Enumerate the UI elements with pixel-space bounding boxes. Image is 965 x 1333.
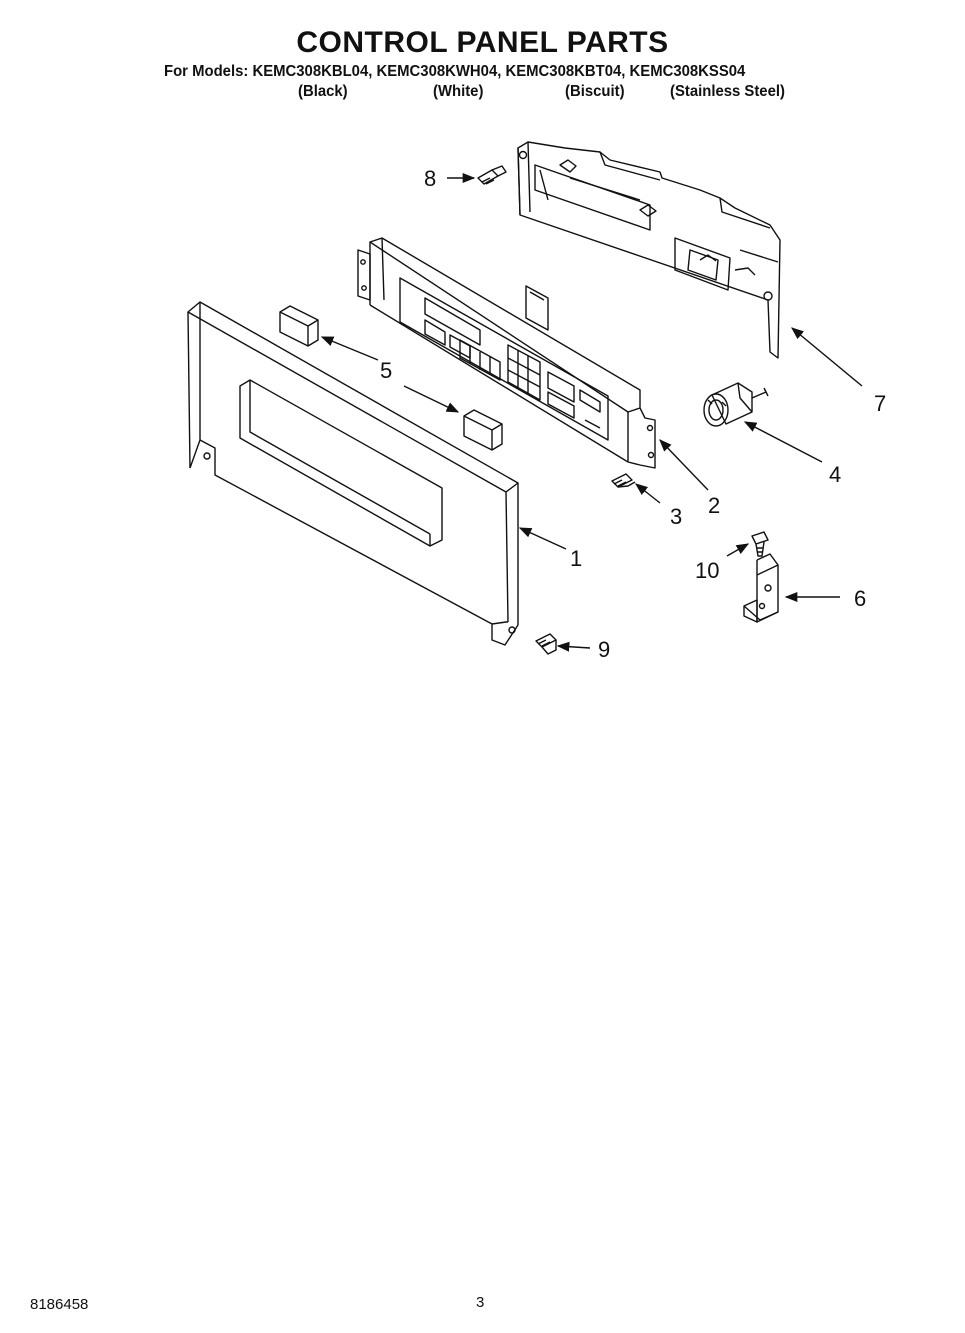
page-title: CONTROL PANEL PARTS <box>296 26 669 59</box>
finish-stainless-steel: (Stainless Steel) <box>670 83 785 100</box>
trim-panel-part <box>187 301 519 646</box>
finish-biscuit: (Biscuit) <box>565 83 625 100</box>
callout-8: 8 <box>424 166 436 191</box>
knob-switch-part <box>703 382 769 427</box>
screw-part-3 <box>611 473 636 488</box>
callout-7: 7 <box>874 391 886 416</box>
finish-white: (White) <box>433 83 484 100</box>
bracket-part <box>743 553 779 623</box>
callout-6: 6 <box>854 586 866 611</box>
finish-black: (Black) <box>298 83 348 100</box>
callout-10: 10 <box>695 558 719 583</box>
models-line: For Models: KEMC308KBL04, KEMC308KWH04, … <box>164 63 746 80</box>
document-part-number: 8186458 <box>30 1296 89 1313</box>
callout-5: 5 <box>380 358 392 383</box>
callout-3: 3 <box>670 504 682 529</box>
screw-part-10 <box>751 531 769 557</box>
page-number: 3 <box>476 1294 485 1311</box>
control-panel-part <box>357 237 656 469</box>
screw-part-9 <box>535 633 557 655</box>
callout-4: 4 <box>829 462 841 487</box>
callout-9: 9 <box>598 637 610 662</box>
callout-1: 1 <box>570 546 582 571</box>
screw-part-8 <box>477 165 507 185</box>
spacer-block-part <box>279 305 503 451</box>
leader-arrows <box>320 172 863 652</box>
callout-2: 2 <box>708 493 720 518</box>
control-housing-part <box>517 141 781 359</box>
